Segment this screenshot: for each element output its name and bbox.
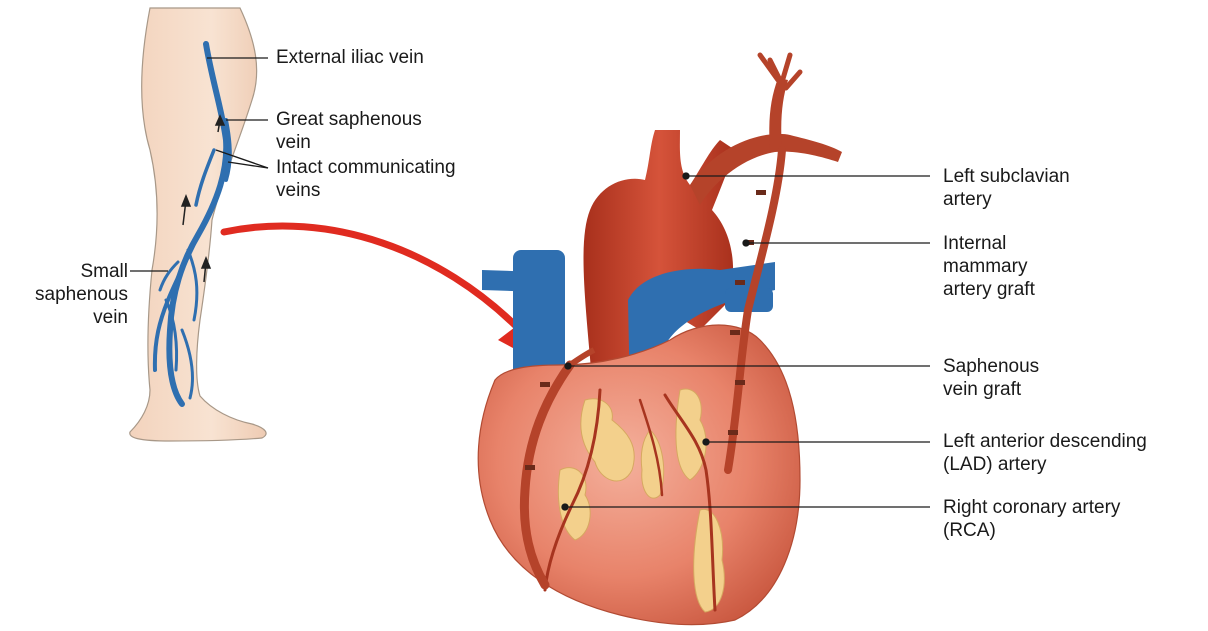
- label-intact-communicating-veins: Intact communicating veins: [276, 156, 456, 202]
- label-lad-artery: Left anterior descending (LAD) artery: [943, 430, 1147, 476]
- label-great-saphenous-vein: Great saphenous vein: [276, 108, 422, 154]
- label-right-coronary-artery: Right coronary artery (RCA): [943, 496, 1120, 542]
- label-internal-mammary-artery-graft: Internal mammary artery graft: [943, 232, 1035, 301]
- heart-illustration: [478, 55, 842, 625]
- leg-illustration: [130, 8, 266, 441]
- label-saphenous-vein-graft: Saphenous vein graft: [943, 355, 1039, 401]
- label-external-iliac-vein: External iliac vein: [276, 46, 424, 69]
- harvest-arrow: [224, 226, 545, 365]
- label-small-saphenous-vein: Small saphenous vein: [8, 260, 128, 329]
- label-left-subclavian-artery: Left subclavian artery: [943, 165, 1070, 211]
